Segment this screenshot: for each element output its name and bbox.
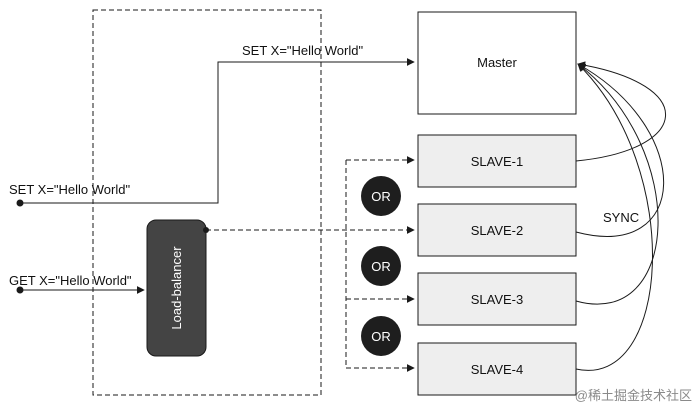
master-node: [417, 11, 577, 115]
master-label: Master: [477, 55, 517, 70]
or-badge-2: [361, 246, 401, 286]
set-forward-label: SET X="Hello World": [242, 43, 363, 58]
sync-edge-slave-1: [575, 61, 666, 162]
or-badge-1-label: OR: [371, 189, 391, 204]
sync-edge-slave-2: [575, 63, 665, 237]
sync-edge-slave-3: [575, 63, 659, 305]
load-balancer-node: [146, 219, 207, 357]
load-balancer-label: Load-balancer: [169, 246, 184, 330]
or-badge-1: [361, 176, 401, 216]
sync-label: SYNC: [603, 210, 639, 225]
slave-1-label: SLAVE-1: [471, 154, 524, 169]
slave-4-label: SLAVE-4: [471, 362, 524, 377]
watermark-text: @稀土掘金技术社区: [575, 388, 692, 403]
or-badge-3: [361, 316, 401, 356]
set-request-edge: [20, 58, 415, 204]
slave-2-node: [417, 203, 577, 257]
slave-3-node: [417, 272, 577, 326]
or-badge-3-label: OR: [371, 329, 391, 344]
or-badge-2-label: OR: [371, 259, 391, 274]
sync-edge-slave-4: [575, 63, 653, 371]
slave-3-label: SLAVE-3: [471, 292, 524, 307]
slave-1-node: [417, 134, 577, 188]
get-request-label: GET X="Hello World": [9, 273, 132, 288]
slave-2-label: SLAVE-2: [471, 223, 524, 238]
set-request-label: SET X="Hello World": [9, 182, 130, 197]
